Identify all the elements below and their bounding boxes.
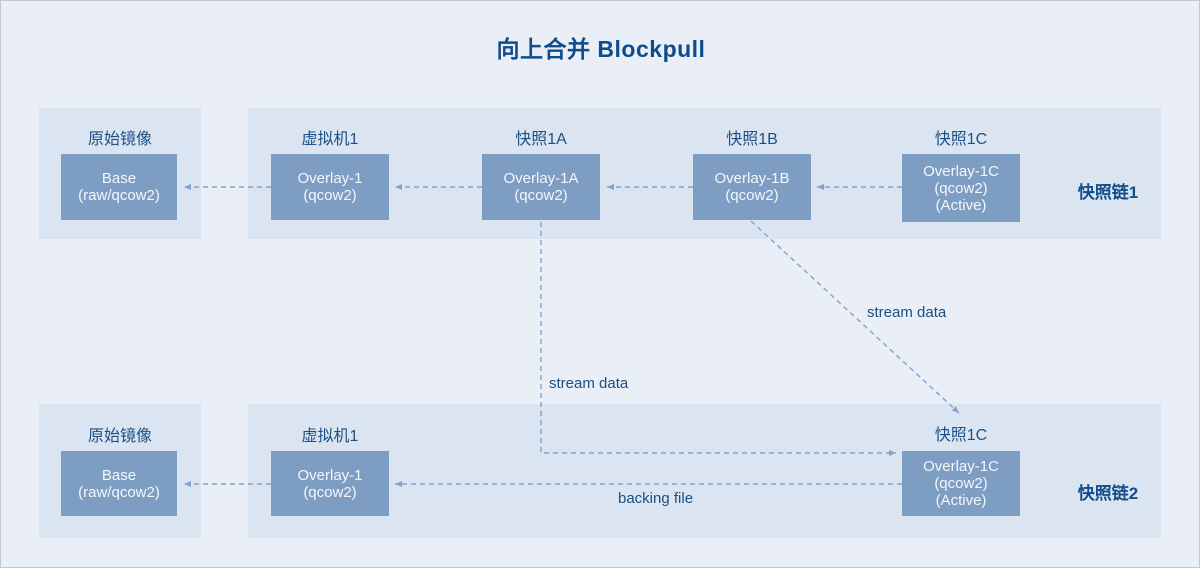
chain1-snap1b-label: 快照1B	[726, 131, 778, 148]
chain2-label: 快照链2	[1077, 484, 1139, 503]
chain1-overlay1a-box: Overlay-1A (qcow2)	[482, 154, 600, 220]
chain1-origin-label: 原始镜像	[87, 131, 152, 148]
chain2-overlay1c-box: Overlay-1C (qcow2) (Active)	[902, 451, 1020, 516]
chain1-overlay1c-box: Overlay-1C (qcow2) (Active)	[902, 154, 1020, 222]
chain1-snap1c-label: 快照1C	[934, 131, 988, 148]
chain1-snap1a-label: 快照1A	[515, 131, 567, 148]
chain2-origin-label: 原始镜像	[87, 428, 152, 445]
chain2-snap1c-label: 快照1C	[934, 427, 988, 444]
diagram-title: 向上合并 Blockpull	[496, 36, 706, 62]
chain1-label: 快照链1	[1077, 183, 1139, 202]
backing-file-label: backing file	[618, 490, 694, 507]
chain1-overlay1b-box: Overlay-1B (qcow2)	[693, 154, 811, 220]
stream-data-right-label: stream data	[867, 304, 947, 321]
stream-data-left-label: stream data	[549, 375, 629, 392]
chain2-vm1-label: 虚拟机1	[301, 428, 359, 445]
chain1-overlay1-box: Overlay-1 (qcow2)	[271, 154, 389, 220]
chain1-vm1-label: 虚拟机1	[301, 131, 359, 148]
chain2-base-box: Base (raw/qcow2)	[61, 451, 177, 516]
chain2-overlay1-box: Overlay-1 (qcow2)	[271, 451, 389, 516]
chain1-base-box: Base (raw/qcow2)	[61, 154, 177, 220]
